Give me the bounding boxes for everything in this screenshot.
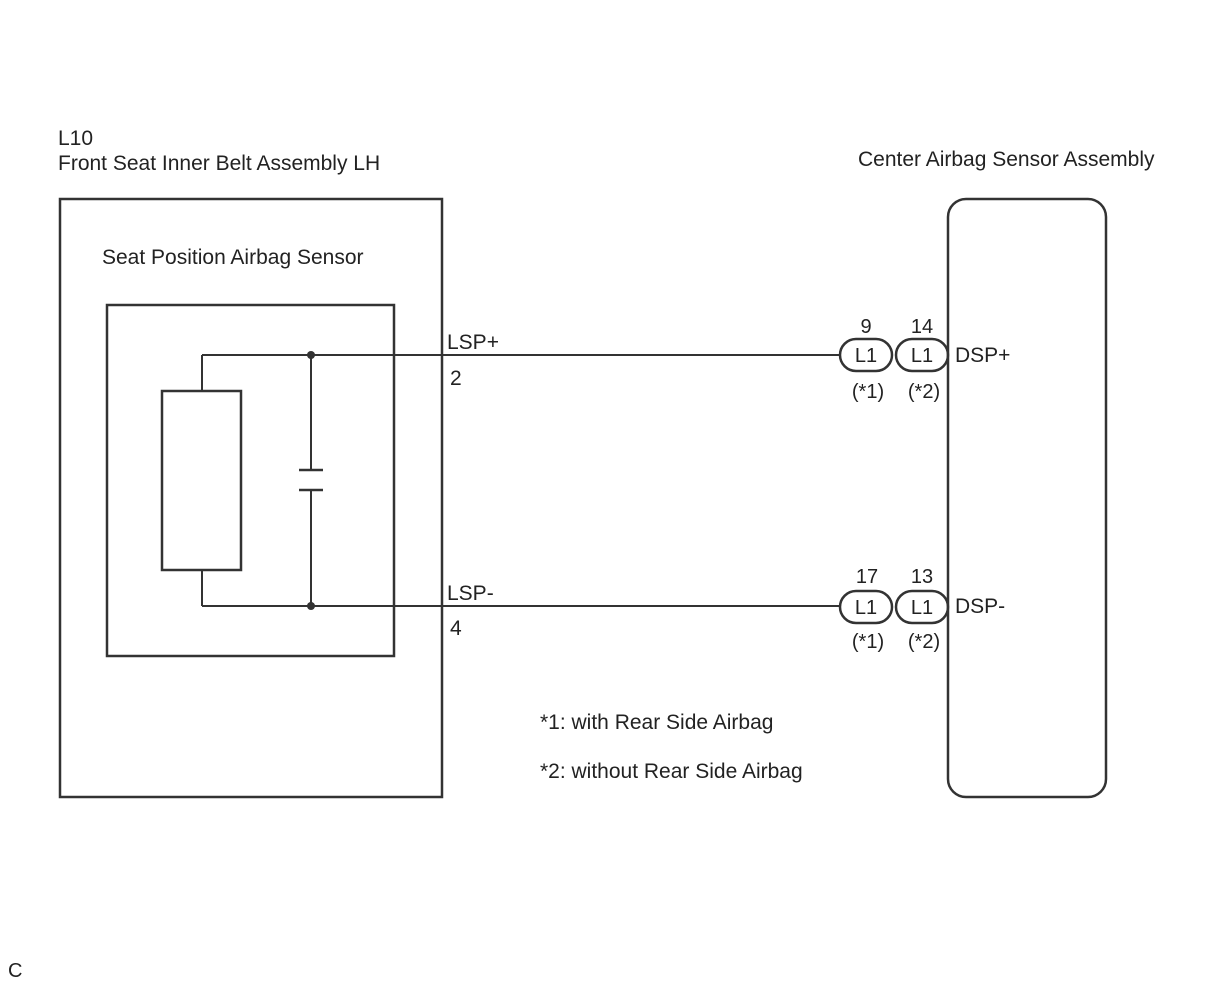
pin-lsp-minus: 4 [450, 617, 462, 640]
connector-group-plus: 9 14 L1 L1 (*1) (*2) [838, 316, 950, 403]
connector-minus-2-pin: 13 [911, 566, 933, 588]
connector-minus-1-variant: (*1) [852, 631, 884, 653]
internal-wiring [201, 355, 323, 606]
connector-plus-1-variant: (*1) [852, 381, 884, 403]
signal-lsp-minus: LSP- [447, 582, 494, 605]
connector-minus-1 [838, 589, 894, 625]
resistor-symbol [160, 389, 243, 572]
connector-plus-1 [838, 337, 894, 373]
ecu-signal-dsp-plus: DSP+ [955, 344, 1010, 367]
right-component-box [946, 197, 1108, 799]
left-component-code: L10 [58, 127, 93, 150]
ecu-signal-dsp-minus: DSP- [955, 595, 1005, 618]
note-2: *2: without Rear Side Airbag [540, 760, 803, 783]
right-component-name: Center Airbag Sensor Assembly [858, 148, 1155, 171]
sensor-inner-box [105, 303, 396, 658]
signal-lsp-plus: LSP+ [447, 331, 499, 354]
pin-lsp-plus: 2 [450, 367, 462, 390]
connector-plus-2-variant: (*2) [908, 381, 940, 403]
connector-plus-1-pin: 9 [860, 316, 871, 338]
note-1: *1: with Rear Side Airbag [540, 711, 773, 734]
connector-minus-2-code: L1 [911, 597, 933, 619]
connector-minus-2-variant: (*2) [908, 631, 940, 653]
left-component-name: Front Seat Inner Belt Assembly LH [58, 152, 380, 175]
corner-mark: C [8, 960, 22, 982]
connector-group-minus: 17 13 L1 L1 (*1) (*2) [838, 566, 950, 653]
connector-minus-1-pin: 17 [856, 566, 878, 588]
sensor-label: Seat Position Airbag Sensor [102, 246, 364, 269]
connector-minus-1-code: L1 [855, 597, 877, 619]
left-component-box [58, 197, 444, 799]
connector-plus-1-code: L1 [855, 345, 877, 367]
connector-plus-2-code: L1 [911, 345, 933, 367]
connector-plus-2-pin: 14 [911, 316, 933, 338]
